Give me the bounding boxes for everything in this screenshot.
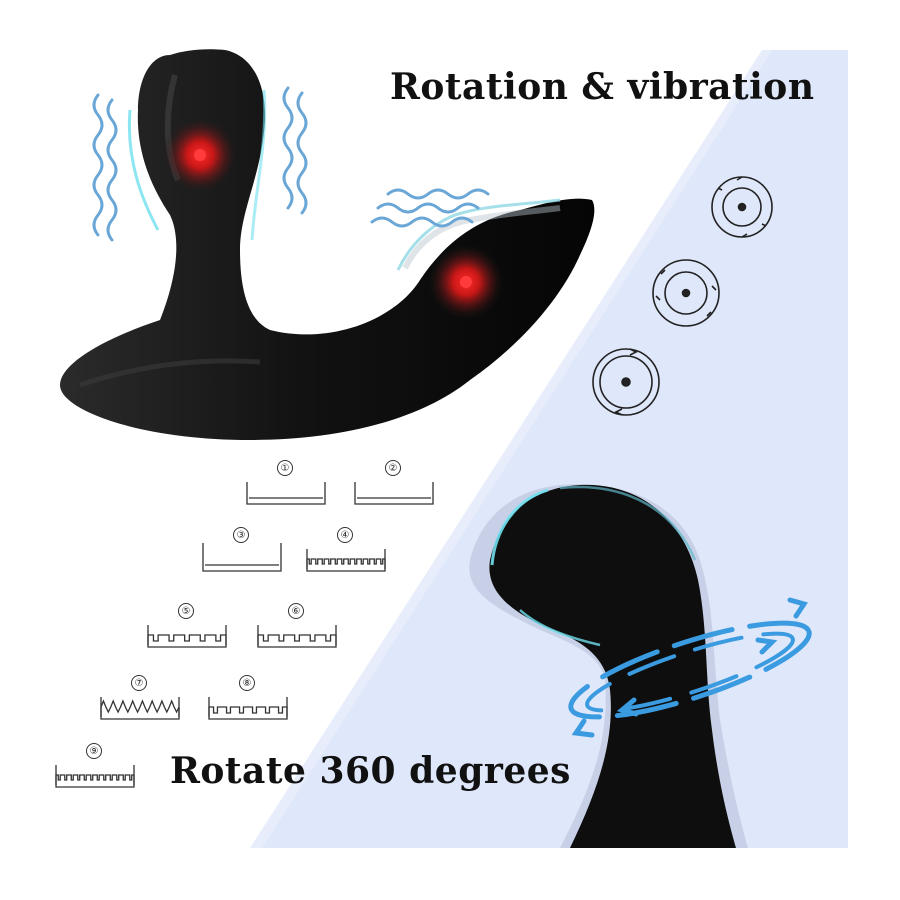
- vibration-mode-8: ⑧: [207, 675, 289, 735]
- vibration-mode-2: ②: [353, 460, 435, 520]
- mode-number: ⑤: [178, 603, 194, 619]
- mode-pattern-icon: [55, 765, 135, 788]
- vibration-waves-icon: [92, 86, 490, 242]
- mode-pattern-icon: [354, 482, 434, 505]
- vibration-mode-6: ⑥: [256, 603, 338, 663]
- mode-pattern-icon: [100, 697, 180, 720]
- mode-number: ①: [277, 460, 293, 476]
- mode-number: ③: [233, 527, 249, 543]
- vibration-mode-3: ③: [201, 527, 283, 587]
- vibration-mode-5: ⑤: [146, 603, 228, 663]
- product-bottom: [469, 484, 748, 848]
- mode-number: ⑥: [288, 603, 304, 619]
- headline-rotation-vibration: Rotation & vibration: [390, 66, 815, 108]
- mode-pattern-icon: [306, 549, 386, 572]
- vibration-mode-9: ⑨: [54, 743, 136, 803]
- mode-pattern-icon: [147, 625, 227, 648]
- vibration-mode-1: ①: [245, 460, 327, 520]
- mode-number: ⑦: [131, 675, 147, 691]
- rotation-circle-icon: [592, 176, 773, 416]
- mode-number: ⑧: [239, 675, 255, 691]
- mode-pattern-icon: [208, 697, 288, 720]
- mode-number: ⑨: [86, 743, 102, 759]
- headline-rotate-360: Rotate 360 degrees: [170, 750, 571, 792]
- vibration-mode-7: ⑦: [99, 675, 181, 735]
- mode-pattern-icon: [246, 482, 326, 505]
- mode-number: ②: [385, 460, 401, 476]
- rotation-arrows-icon: [568, 597, 812, 738]
- vibration-mode-4: ④: [305, 527, 387, 587]
- mode-number: ④: [337, 527, 353, 543]
- mode-pattern-icon: [202, 543, 282, 572]
- mode-pattern-icon: [257, 625, 337, 648]
